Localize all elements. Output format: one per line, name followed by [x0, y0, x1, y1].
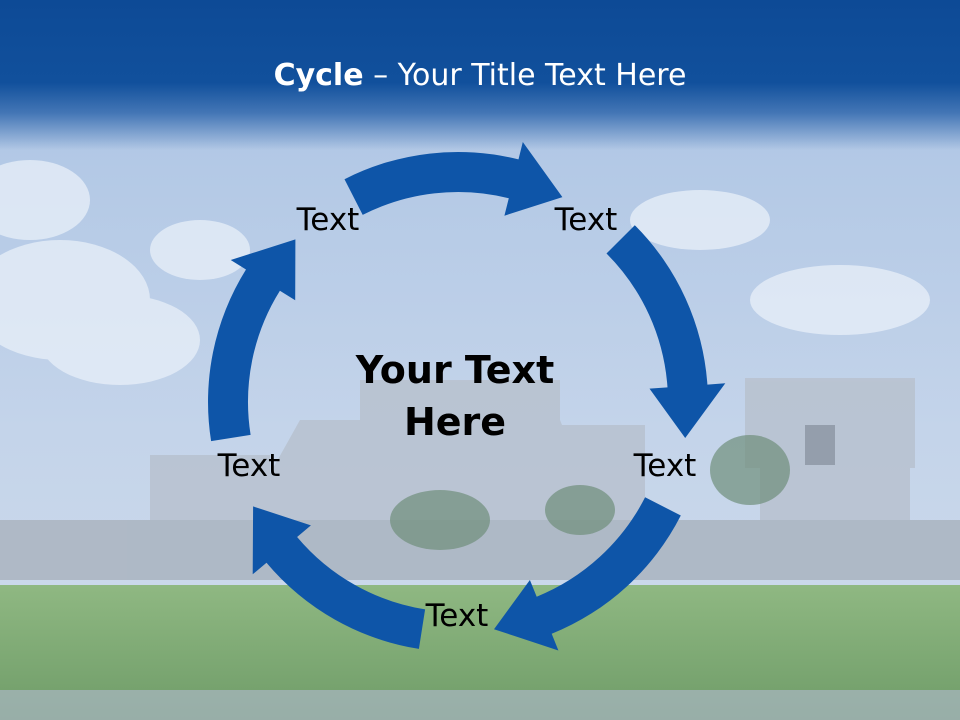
- cycle-arrow-2: [606, 225, 726, 438]
- cycle-arrow-5: [208, 239, 296, 442]
- cycle-label-4: Text: [425, 598, 489, 634]
- center-text-line-1: Your Text: [355, 348, 555, 392]
- title-bar: [0, 0, 960, 150]
- center-text: Your Text Here: [355, 344, 555, 448]
- cycle-arrow-1: [344, 142, 563, 216]
- title-bold: Cycle: [273, 58, 364, 93]
- cycle-arrow-3: [494, 497, 681, 651]
- cycle-arrow-4: [252, 506, 426, 649]
- slide-title: Cycle – Your Title Text Here: [0, 56, 960, 96]
- cycle-label-5: Text: [217, 448, 281, 484]
- cycle-label-2: Text: [554, 202, 618, 238]
- cycle-label-3: Text: [633, 448, 697, 484]
- title-rest: – Your Title Text Here: [363, 58, 687, 93]
- cycle-label-1: Text: [296, 202, 360, 238]
- center-text-line-2: Here: [403, 400, 507, 444]
